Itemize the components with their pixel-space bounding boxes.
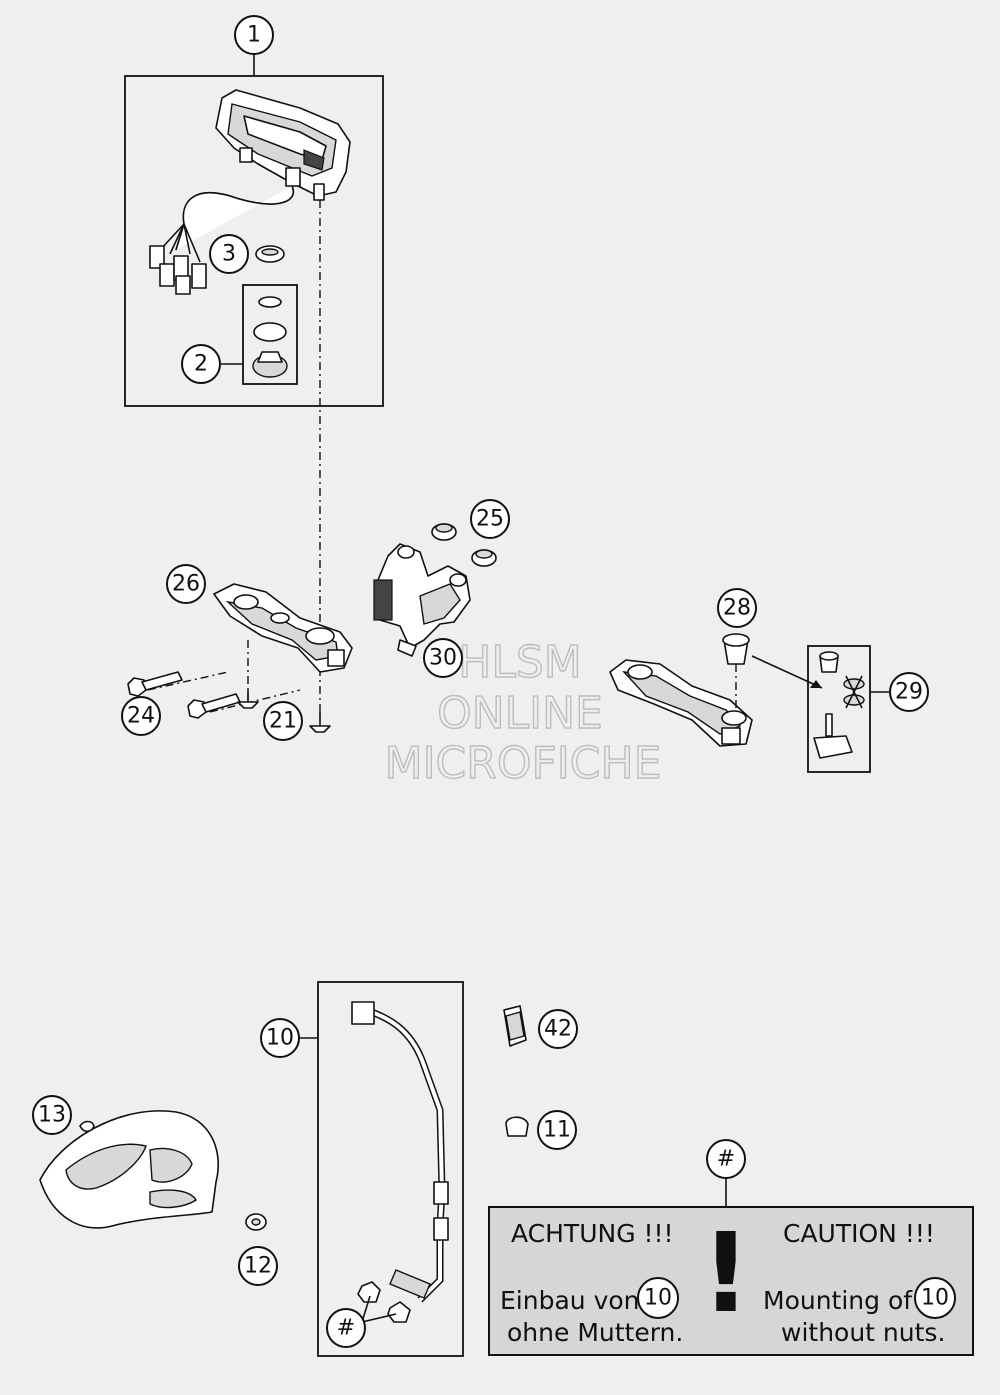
callout-10[interactable]: 10 [260, 1018, 300, 1058]
sensor-group [39, 981, 529, 1357]
svg-text:21: 21 [269, 709, 297, 734]
svg-text:2: 2 [194, 352, 208, 377]
notice-de-line-1: Einbau von [500, 1286, 640, 1315]
screw-part-24-b [187, 699, 207, 719]
callout-42[interactable]: 42 [538, 1009, 578, 1049]
svg-text:12: 12 [244, 1254, 272, 1279]
instrument-bracket-right [609, 659, 753, 747]
callouts: 1 3 2 25 26 28 30 29 24 21 10 42 13 11 #… [32, 15, 929, 1348]
watermark-line-1: HLSM [458, 637, 582, 688]
callout-hash-note[interactable]: # [706, 1139, 746, 1179]
notice-de-ref: 10 [644, 1286, 672, 1311]
svg-text:1: 1 [247, 23, 261, 48]
callout-21[interactable]: 21 [263, 701, 303, 741]
callout-26[interactable]: 26 [166, 564, 206, 604]
notice-heading-en: CAUTION !!! [783, 1219, 935, 1248]
notice-en-ref: 10 [921, 1286, 949, 1311]
sensor-kit-frame [317, 981, 464, 1357]
sensor-ring-part-13 [39, 1110, 219, 1229]
clip-part-11 [505, 1116, 529, 1137]
watermark: HLSM ONLINE MICROFICHE [384, 636, 662, 789]
callout-29[interactable]: 29 [889, 672, 929, 712]
svg-text:10: 10 [266, 1026, 294, 1051]
callout-hash-nuts[interactable]: # [326, 1308, 366, 1348]
svg-text:28: 28 [723, 596, 751, 621]
sensor-connector [351, 1001, 375, 1025]
instrument-bracket-left [213, 583, 353, 673]
watermark-line-2: ONLINE [437, 688, 603, 739]
callout-28[interactable]: 28 [717, 588, 757, 628]
instrument-cluster-group [124, 54, 384, 722]
watermark-line-3: MICROFICHE [385, 738, 662, 789]
bushing-part-25 [431, 523, 497, 567]
exclamation-mark: ! [701, 1209, 751, 1337]
notice-de-line-2: ohne Muttern. [507, 1318, 683, 1347]
svg-text:11: 11 [543, 1118, 571, 1143]
svg-text:#: # [717, 1147, 735, 1172]
callout-12[interactable]: 12 [238, 1246, 278, 1286]
wheel-speed-sensor [389, 1269, 431, 1299]
callout-25[interactable]: 25 [470, 499, 510, 539]
svg-text:13: 13 [38, 1103, 66, 1128]
harness-connectors [149, 245, 207, 295]
callout-24[interactable]: 24 [121, 696, 161, 736]
screw-part-21-b [309, 725, 331, 733]
nut-a [357, 1281, 381, 1303]
mounting-kit-part-29 [813, 651, 865, 759]
gasket-kit-frame [242, 284, 298, 385]
caution-notice: ACHTUNG !!! CAUTION !!! ! Einbau von 10 … [488, 1178, 974, 1356]
instrument-kit-frame [124, 75, 384, 407]
screw-part-24-a [127, 677, 147, 697]
speedometer-unit [215, 89, 351, 201]
callout-2[interactable]: 2 [181, 344, 221, 384]
mounting-kit-frame [807, 645, 871, 773]
svg-text:29: 29 [895, 680, 923, 705]
svg-text:#: # [337, 1316, 355, 1341]
headlight-holder-part-30 [373, 543, 471, 657]
nut-b [387, 1301, 411, 1323]
svg-text:24: 24 [127, 704, 155, 729]
callout-1[interactable]: 1 [234, 15, 274, 55]
screw-part-21-a [237, 701, 259, 709]
notice-panel [488, 1206, 974, 1356]
svg-text:3: 3 [222, 242, 236, 267]
callout-13[interactable]: 13 [32, 1095, 72, 1135]
notice-en-line-1: Mounting of [763, 1286, 913, 1315]
callout-3[interactable]: 3 [209, 234, 249, 274]
notice-heading-de: ACHTUNG !!! [511, 1219, 674, 1248]
callout-11[interactable]: 11 [537, 1110, 577, 1150]
bracket-group [127, 523, 890, 773]
svg-text:42: 42 [544, 1017, 572, 1042]
svg-text:30: 30 [429, 646, 457, 671]
svg-text:25: 25 [476, 507, 504, 532]
notice-en-line-2: without nuts. [781, 1318, 945, 1347]
callout-30[interactable]: 30 [423, 638, 463, 678]
svg-text:26: 26 [172, 572, 200, 597]
